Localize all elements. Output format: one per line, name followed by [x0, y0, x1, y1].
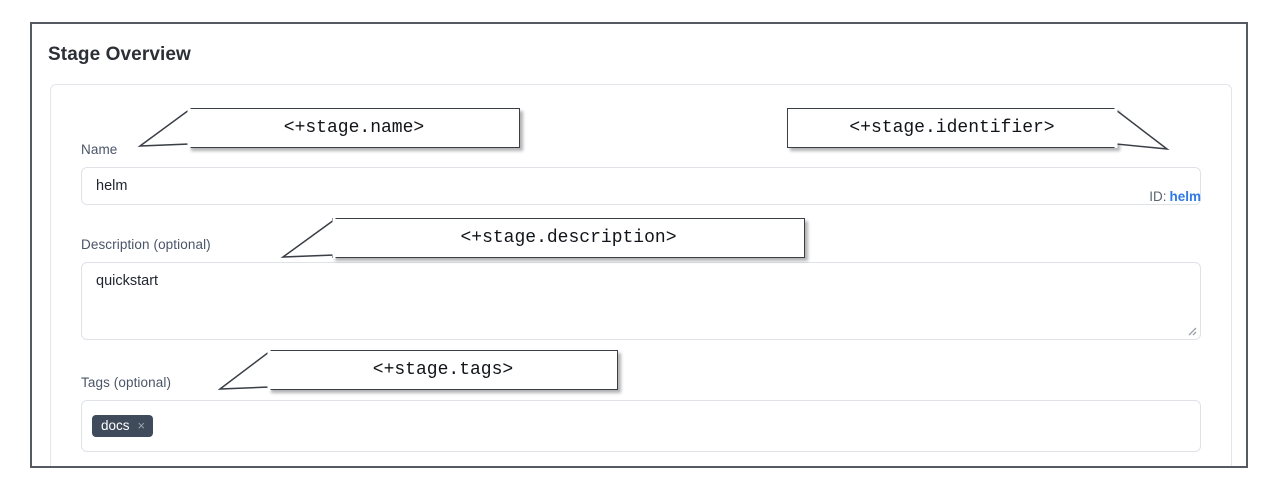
tag-chip-label: docs	[101, 417, 130, 433]
stage-identifier-label: ID:	[1149, 189, 1167, 204]
page-title: Stage Overview	[48, 44, 191, 65]
annotation-stage-identifier: <+stage.identifier>	[787, 108, 1117, 148]
description-textarea-value: quickstart	[96, 273, 159, 289]
stage-identifier-line: ID:helm	[1149, 189, 1201, 204]
close-icon[interactable]: ×	[137, 418, 146, 433]
resize-grip-icon[interactable]	[1185, 324, 1197, 336]
stage-identifier-value[interactable]: helm	[1169, 189, 1201, 204]
annotation-tail-stage-name	[137, 107, 191, 148]
annotation-tail-stage-description	[280, 217, 336, 259]
screenshot-frame: Stage Overview Name helm Description (op…	[30, 22, 1248, 468]
annotation-stage-description: <+stage.description>	[332, 218, 805, 258]
description-field-label: Description (optional)	[81, 237, 211, 252]
annotation-stage-tags: <+stage.tags>	[268, 350, 618, 390]
description-field-block: Description (optional) quickstart	[81, 236, 1201, 340]
tags-field-block: Tags (optional) docs ×	[81, 374, 1201, 452]
tags-field-label: Tags (optional)	[81, 375, 172, 390]
name-field-block: Name helm	[81, 141, 1201, 205]
tags-input[interactable]: docs ×	[81, 400, 1201, 452]
tag-chip-docs[interactable]: docs ×	[92, 414, 154, 438]
description-textarea[interactable]: quickstart	[81, 262, 1201, 340]
annotation-tail-stage-identifier	[1114, 107, 1170, 151]
name-field-label: Name	[81, 142, 118, 157]
annotation-stage-name: <+stage.name>	[188, 108, 520, 148]
name-input[interactable]: helm	[81, 167, 1201, 205]
annotation-tail-stage-tags	[217, 349, 271, 391]
